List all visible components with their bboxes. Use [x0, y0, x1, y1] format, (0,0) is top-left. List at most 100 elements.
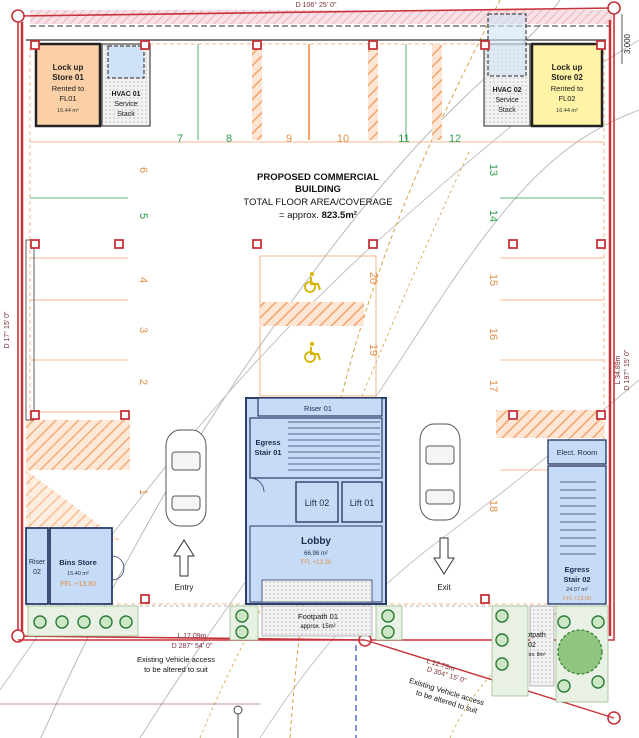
door-swing [249, 477, 265, 493]
egress-stair-02-area: 24.07 m² [566, 587, 588, 593]
dim-bottom-left-length: L 17.09m [178, 633, 207, 640]
shrub-icon [55, 615, 69, 629]
bay-number: 15 [487, 274, 499, 286]
footpath-01 [261, 605, 373, 637]
riser-01 [257, 397, 383, 417]
column [596, 239, 606, 249]
svg-text:Lock up: Lock up [552, 63, 583, 72]
dim-bottom-left-bearing: D 287° 54' 0" [172, 642, 213, 650]
svg-text:Stack: Stack [117, 111, 135, 118]
footpath-02-line2: 02 [528, 642, 536, 649]
shrub-icon [495, 657, 509, 671]
bay-number: 7 [177, 133, 183, 145]
dim-top: D 106° 25' 0" [296, 1, 337, 9]
car-right [419, 423, 461, 521]
lockup-store-02: Lock up Store 02 Rented to FL02 16.44 m² [530, 42, 604, 128]
building-title: PROPOSED COMMERCIAL BUILDING TOTAL FLOOR… [243, 172, 392, 221]
bins-store-name: Bins Store [59, 558, 97, 567]
bins-store-ffl: FFL +13.80 [60, 581, 96, 588]
footpath-02-line3: approx. 8m² [519, 652, 546, 658]
svg-text:HVAC 02: HVAC 02 [492, 87, 521, 94]
svg-text:HVAC 01: HVAC 01 [111, 91, 140, 98]
svg-text:Store 02: Store 02 [551, 73, 583, 82]
lobby-name: Lobby [301, 536, 331, 547]
bay-number: 6 [137, 167, 149, 173]
dim-right-bearing: D 197° 15' 0" [623, 349, 631, 390]
column [596, 410, 606, 420]
column [114, 239, 124, 249]
bay-number: 8 [226, 133, 232, 145]
bay-number: 19 [367, 344, 379, 356]
svg-text:to be altered to suit: to be altered to suit [144, 665, 209, 674]
lift-01-label: Lift 01 [350, 498, 375, 508]
top-bay-hatch [432, 44, 442, 140]
lobby-ffl: FFL +13.30 [301, 560, 332, 566]
column [30, 239, 40, 249]
bay-number: 18 [487, 500, 499, 512]
riser-02 [25, 527, 49, 605]
wheelchair-icon [304, 342, 321, 363]
boundary-marker [11, 9, 25, 23]
column [480, 40, 490, 50]
shrub-icon [381, 609, 395, 623]
svg-text:Lock up: Lock up [53, 63, 84, 72]
hvac-02: HVAC 02 Service Stack [483, 13, 531, 127]
riser-01-label: Riser 01 [304, 404, 332, 413]
svg-text:Rented to: Rented to [551, 84, 584, 93]
wheelchair-icon [304, 272, 321, 293]
bay-number: 14 [487, 210, 499, 222]
bins-store [49, 527, 113, 605]
exit-arrow-icon [433, 537, 455, 575]
entry-arrow-icon [173, 539, 195, 577]
door-swing [111, 555, 125, 581]
riser-02-line1: Riser [29, 559, 46, 566]
shrub-icon [119, 615, 133, 629]
title-line-4: = approx. 823.5m² [279, 210, 357, 221]
svg-text:Service: Service [495, 97, 518, 104]
column [252, 40, 262, 50]
tree-icon [557, 629, 603, 675]
svg-text:FL01: FL01 [59, 94, 76, 103]
bay-number: 1 [137, 489, 149, 495]
egress-stair-02 [547, 465, 607, 605]
title-line-2: BUILDING [295, 184, 341, 195]
left-hatch-wedge [26, 470, 120, 540]
lift-02 [295, 481, 339, 523]
bay-number: 3 [137, 327, 149, 333]
bay-number: 17 [487, 380, 499, 392]
svg-text:Service: Service [114, 101, 137, 108]
central-core: Riser 01 Egress Stair 01 Lift 02 Lift 01… [245, 397, 387, 605]
footpath-02 [529, 605, 555, 687]
shrub-icon [99, 615, 113, 629]
shrub-icon [591, 675, 605, 689]
accessible-shared-zone [260, 302, 364, 326]
left-parking-bays [25, 197, 130, 540]
shrub-icon [235, 625, 249, 639]
car-left [165, 429, 207, 527]
column [480, 594, 490, 604]
boundary-marker [11, 629, 25, 643]
column [30, 410, 40, 420]
bay-number: 5 [137, 213, 149, 219]
bins-store-area-text: 15.40 m² [67, 571, 89, 577]
lift-02-label: Lift 02 [305, 498, 330, 508]
elect-room-label: Elect. Room [557, 448, 598, 457]
column [30, 40, 40, 50]
boundary-marker [607, 1, 621, 15]
shrub-icon [381, 625, 395, 639]
column [368, 40, 378, 50]
title-line-3: TOTAL FLOOR AREA/COVERAGE [243, 197, 392, 208]
dim-3000: 3,000 [623, 33, 632, 54]
dim-right-length: L 34.89m [615, 355, 622, 384]
footpath-01-line2: approx. 15m² [300, 624, 335, 630]
shrub-icon [557, 679, 571, 693]
accessible-bays [259, 255, 377, 397]
exit-label: Exit [437, 583, 451, 592]
bay-number: 20 [367, 272, 379, 284]
shrub-icon [33, 615, 47, 629]
top-bay-hatch [252, 44, 262, 140]
shrubs [33, 609, 605, 693]
column [120, 410, 130, 420]
top-bay-hatch [368, 44, 378, 140]
